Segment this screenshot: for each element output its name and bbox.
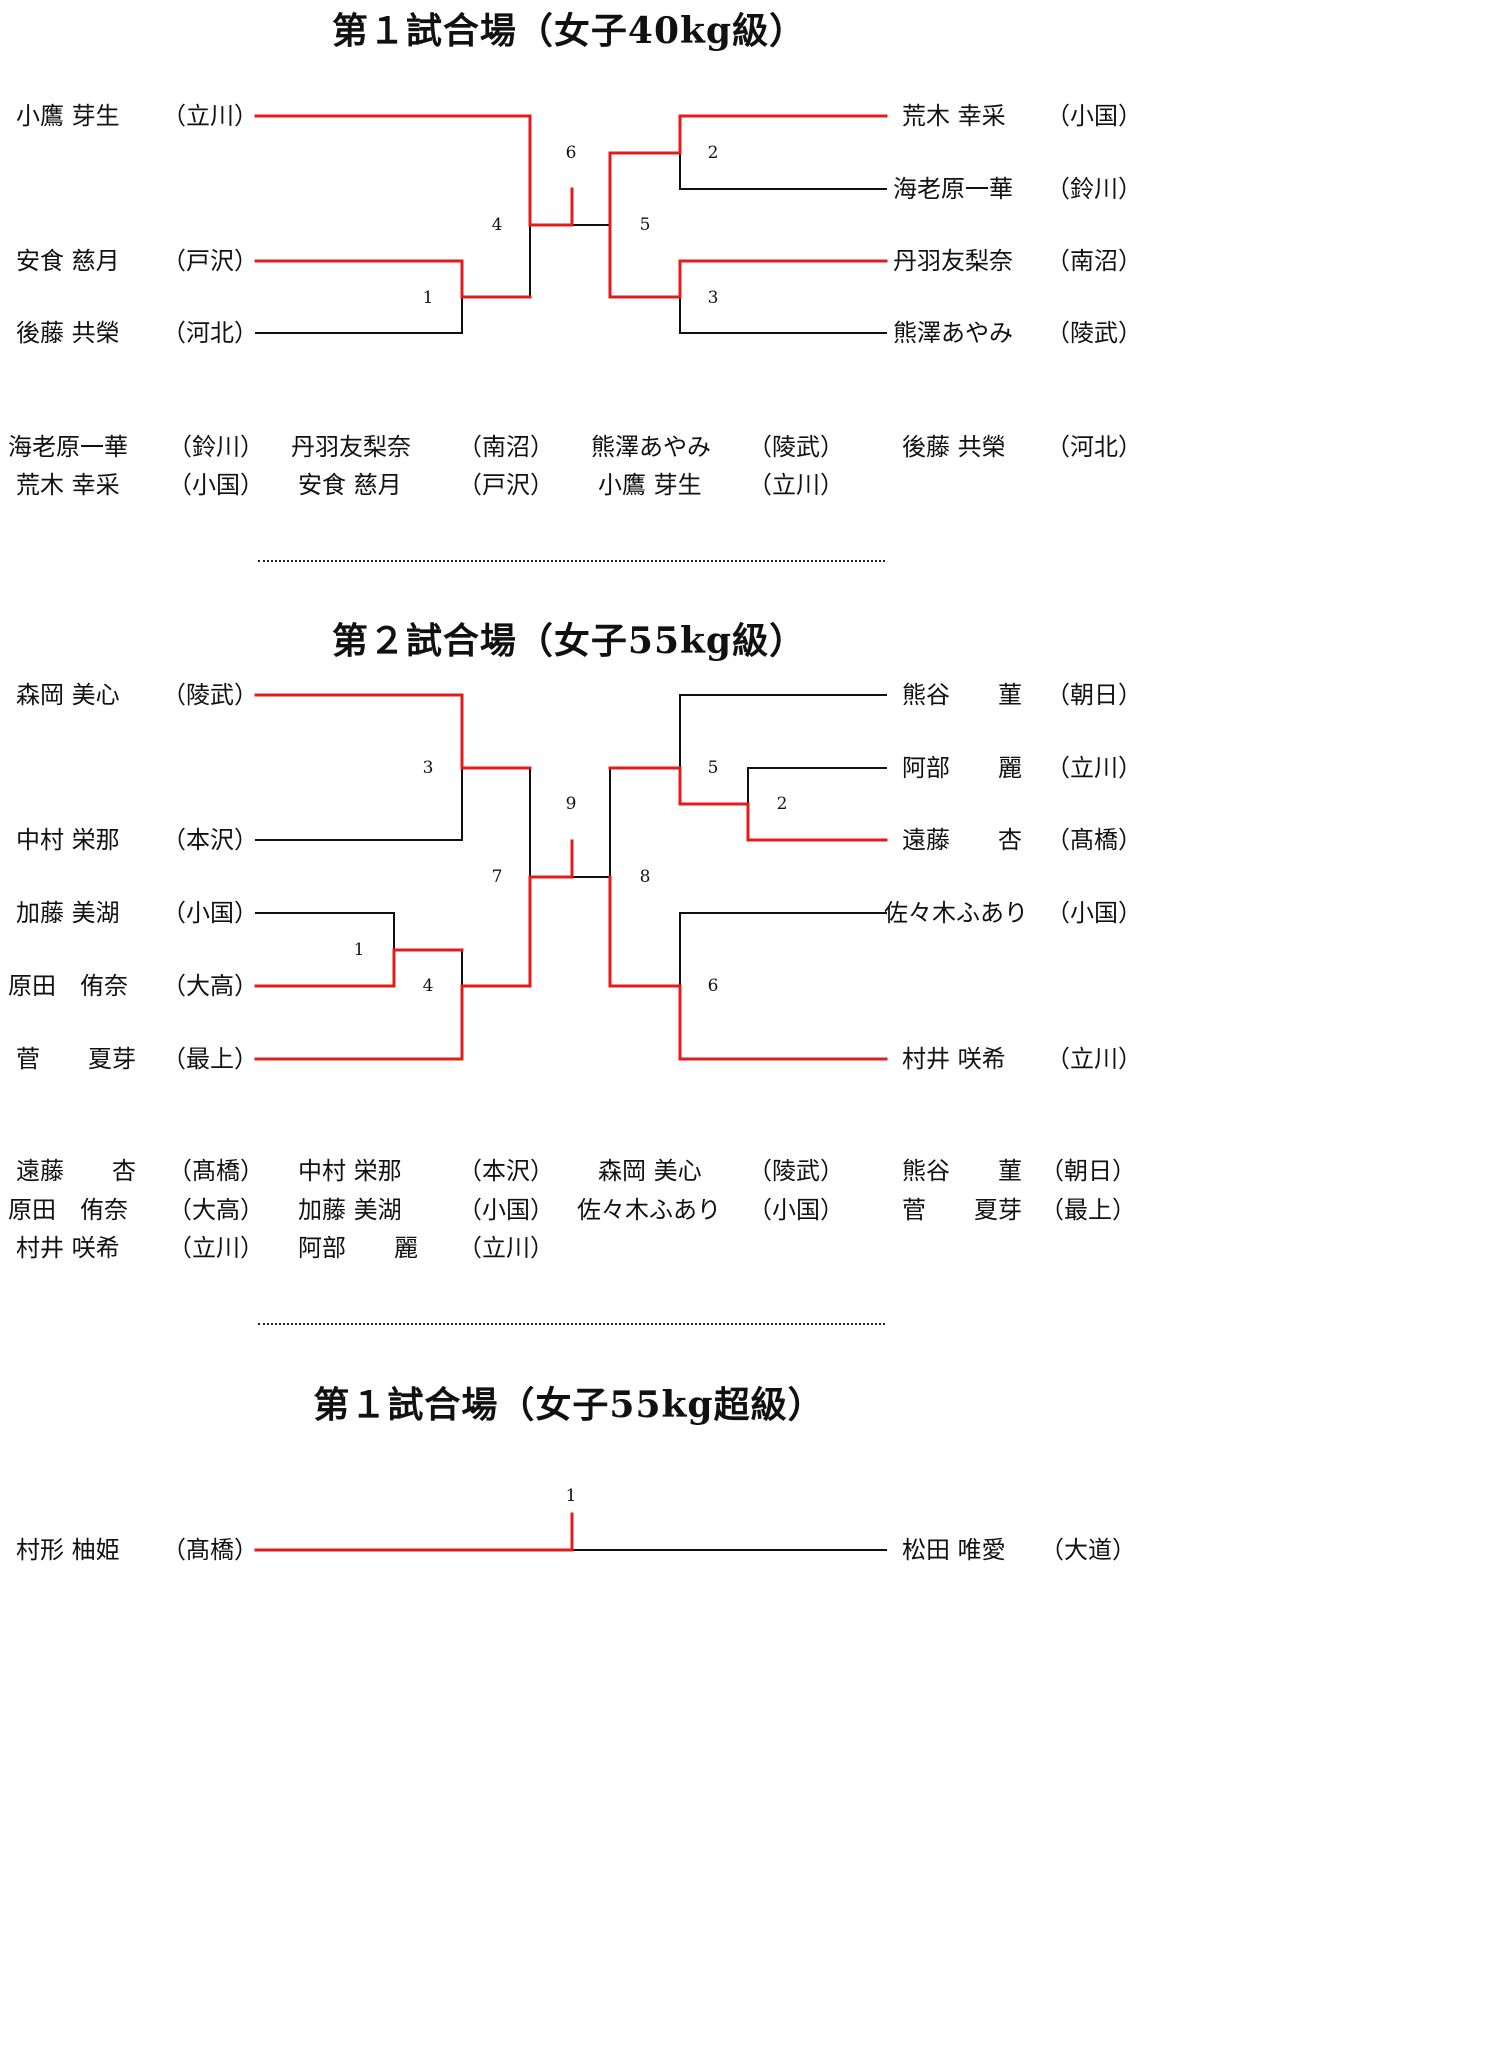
competitor-team: （最上） [162, 1045, 258, 1073]
result-name: 海老原一華 [8, 433, 128, 461]
bracket-55kg [254, 693, 888, 1061]
match-number: 6 [565, 143, 577, 163]
competitor-name: 佐々木ふあり [884, 899, 1028, 927]
result-team: （陵武） [748, 1157, 844, 1185]
result-name: 中村 栄那 [298, 1157, 402, 1185]
result-name: 安食 慈月 [298, 471, 402, 499]
competitor-team: （髙橋） [162, 1536, 258, 1564]
match-number: 3 [422, 758, 434, 778]
competitor-team: （鈴川） [1046, 175, 1142, 203]
competitor-team: （大高） [162, 972, 258, 1000]
competitor-name: 丹羽友梨奈 [893, 247, 1013, 275]
result-name: 熊澤あやみ [591, 433, 711, 461]
result-name: 森岡 美心 [598, 1157, 702, 1185]
result-team: （鈴川） [168, 433, 264, 461]
competitor-team: （小国） [1046, 102, 1142, 130]
match-number: 8 [639, 867, 651, 887]
result-name: 小鷹 芽生 [598, 471, 702, 499]
competitor-team: （朝日） [1046, 681, 1142, 709]
result-team: （陵武） [748, 433, 844, 461]
section-1-title: 第１試合場（女子40kg級） [331, 10, 807, 52]
match-number: 1 [422, 288, 434, 308]
match-number: 7 [491, 867, 503, 887]
section-divider [258, 1323, 885, 1325]
result-team: （小国） [458, 1196, 554, 1224]
match-number: 3 [707, 288, 719, 308]
match-number: 1 [353, 940, 365, 960]
competitor-name: 荒木 幸采 [902, 102, 1006, 130]
competitor-team: （立川） [1046, 1045, 1142, 1073]
result-team: （本沢） [458, 1157, 554, 1185]
result-team: （河北） [1046, 433, 1142, 461]
result-name: 阿部 麗 [298, 1234, 418, 1262]
result-team: （戸沢） [458, 471, 554, 499]
competitor-team: （戸沢） [162, 247, 258, 275]
match-number: 2 [776, 794, 788, 814]
competitor-name: 菅 夏芽 [16, 1045, 136, 1073]
result-name: 原田 侑奈 [8, 1196, 128, 1224]
competitor-name: 松田 唯愛 [902, 1536, 1006, 1564]
match-number: 1 [565, 1486, 577, 1506]
result-name: 遠藤 杏 [16, 1157, 136, 1185]
result-team: （立川） [458, 1234, 554, 1262]
result-team: （髙橋） [168, 1157, 264, 1185]
result-name: 菅 夏芽 [902, 1196, 1022, 1224]
competitor-team: （陵武） [162, 681, 258, 709]
result-name: 熊谷 菫 [902, 1157, 1022, 1185]
result-team: （最上） [1040, 1196, 1136, 1224]
competitor-name: 熊谷 菫 [902, 681, 1022, 709]
result-name: 丹羽友梨奈 [291, 433, 411, 461]
match-number: 9 [565, 794, 577, 814]
section-divider [258, 560, 885, 562]
competitor-team: （陵武） [1046, 319, 1142, 347]
result-team: （立川） [748, 471, 844, 499]
competitor-team: （南沼） [1046, 247, 1142, 275]
section-2-title: 第２試合場（女子55kg級） [331, 620, 807, 662]
competitor-team: （髙橋） [1046, 826, 1142, 854]
competitor-team: （立川） [1046, 754, 1142, 782]
match-number: 6 [707, 976, 719, 996]
competitor-name: 熊澤あやみ [893, 319, 1013, 347]
competitor-team: （立川） [162, 102, 258, 130]
result-name: 加藤 美湖 [298, 1196, 402, 1224]
result-name: 荒木 幸采 [16, 471, 120, 499]
competitor-name: 村形 柚姫 [16, 1536, 120, 1564]
competitor-name: 原田 侑奈 [8, 972, 128, 1000]
result-team: （小国） [168, 471, 264, 499]
competitor-name: 遠藤 杏 [902, 826, 1022, 854]
match-number: 4 [491, 215, 503, 235]
section-3-title: 第１試合場（女子55kg超級） [313, 1384, 825, 1426]
competitor-team: （大道） [1040, 1536, 1136, 1564]
match-number: 4 [422, 976, 434, 996]
competitor-team: （小国） [162, 899, 258, 927]
result-team: （立川） [168, 1234, 264, 1262]
result-name: 村井 咲希 [16, 1234, 120, 1262]
competitor-name: 海老原一華 [893, 175, 1013, 203]
competitor-name: 中村 栄那 [16, 826, 120, 854]
bracket-40kg [254, 114, 888, 334]
competitor-name: 小鷹 芽生 [16, 102, 120, 130]
result-team: （朝日） [1040, 1157, 1136, 1185]
match-number: 2 [707, 143, 719, 163]
competitor-name: 安食 慈月 [16, 247, 120, 275]
competitor-team: （河北） [162, 319, 258, 347]
result-name: 佐々木ふあり [577, 1196, 721, 1224]
competitor-name: 阿部 麗 [902, 754, 1022, 782]
competitor-name: 村井 咲希 [902, 1045, 1006, 1073]
result-team: （南沼） [458, 433, 554, 461]
bracket-55kg-plus [254, 1512, 887, 1552]
competitor-team: （小国） [1046, 899, 1142, 927]
result-name: 後藤 共榮 [902, 433, 1006, 461]
competitor-name: 加藤 美湖 [16, 899, 120, 927]
competitor-name: 後藤 共榮 [16, 319, 120, 347]
result-team: （小国） [748, 1196, 844, 1224]
competitor-team: （本沢） [162, 826, 258, 854]
result-team: （大高） [168, 1196, 264, 1224]
match-number: 5 [639, 215, 651, 235]
competitor-name: 森岡 美心 [16, 681, 120, 709]
match-number: 5 [707, 758, 719, 778]
